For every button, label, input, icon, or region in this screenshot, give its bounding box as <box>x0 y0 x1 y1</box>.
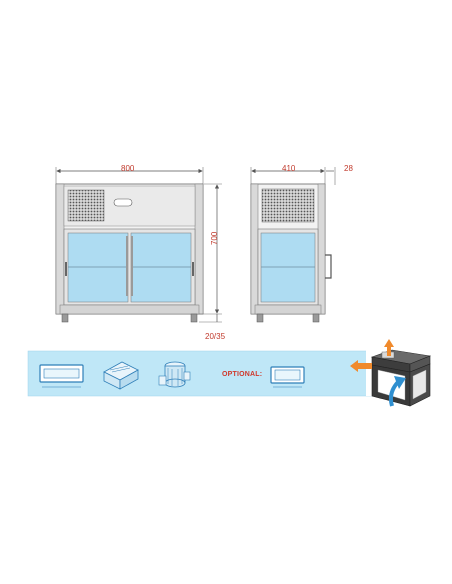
front-height-label: 700 <box>210 231 219 245</box>
ventilation-grille <box>67 189 105 222</box>
side-depth-dimension <box>250 167 336 185</box>
side-glass-panel <box>257 228 319 306</box>
front-height-dimension <box>199 183 222 323</box>
side-view <box>250 167 336 323</box>
foot-right <box>190 313 198 323</box>
condenser-icon <box>158 361 191 388</box>
side-depth-label: 410 <box>282 164 296 173</box>
door-handle <box>325 254 332 279</box>
front-glass-doors <box>63 228 196 306</box>
display-panel <box>113 198 133 207</box>
front-feet-label: 20/35 <box>205 332 226 341</box>
front-view <box>55 167 222 323</box>
front-width-label: 800 <box>121 164 135 173</box>
compressor-unit-icon <box>103 361 139 390</box>
foot-left <box>61 313 69 323</box>
optional-label: OPTIONAL: <box>222 371 263 378</box>
side-handle-label: 28 <box>344 164 353 173</box>
airflow-unit-icon <box>350 339 433 407</box>
tray-icon <box>39 364 84 388</box>
side-ventilation-grille <box>261 188 315 223</box>
front-width-dimension <box>55 167 204 185</box>
options-banner <box>28 351 373 396</box>
optional-tray-icon <box>270 366 305 388</box>
